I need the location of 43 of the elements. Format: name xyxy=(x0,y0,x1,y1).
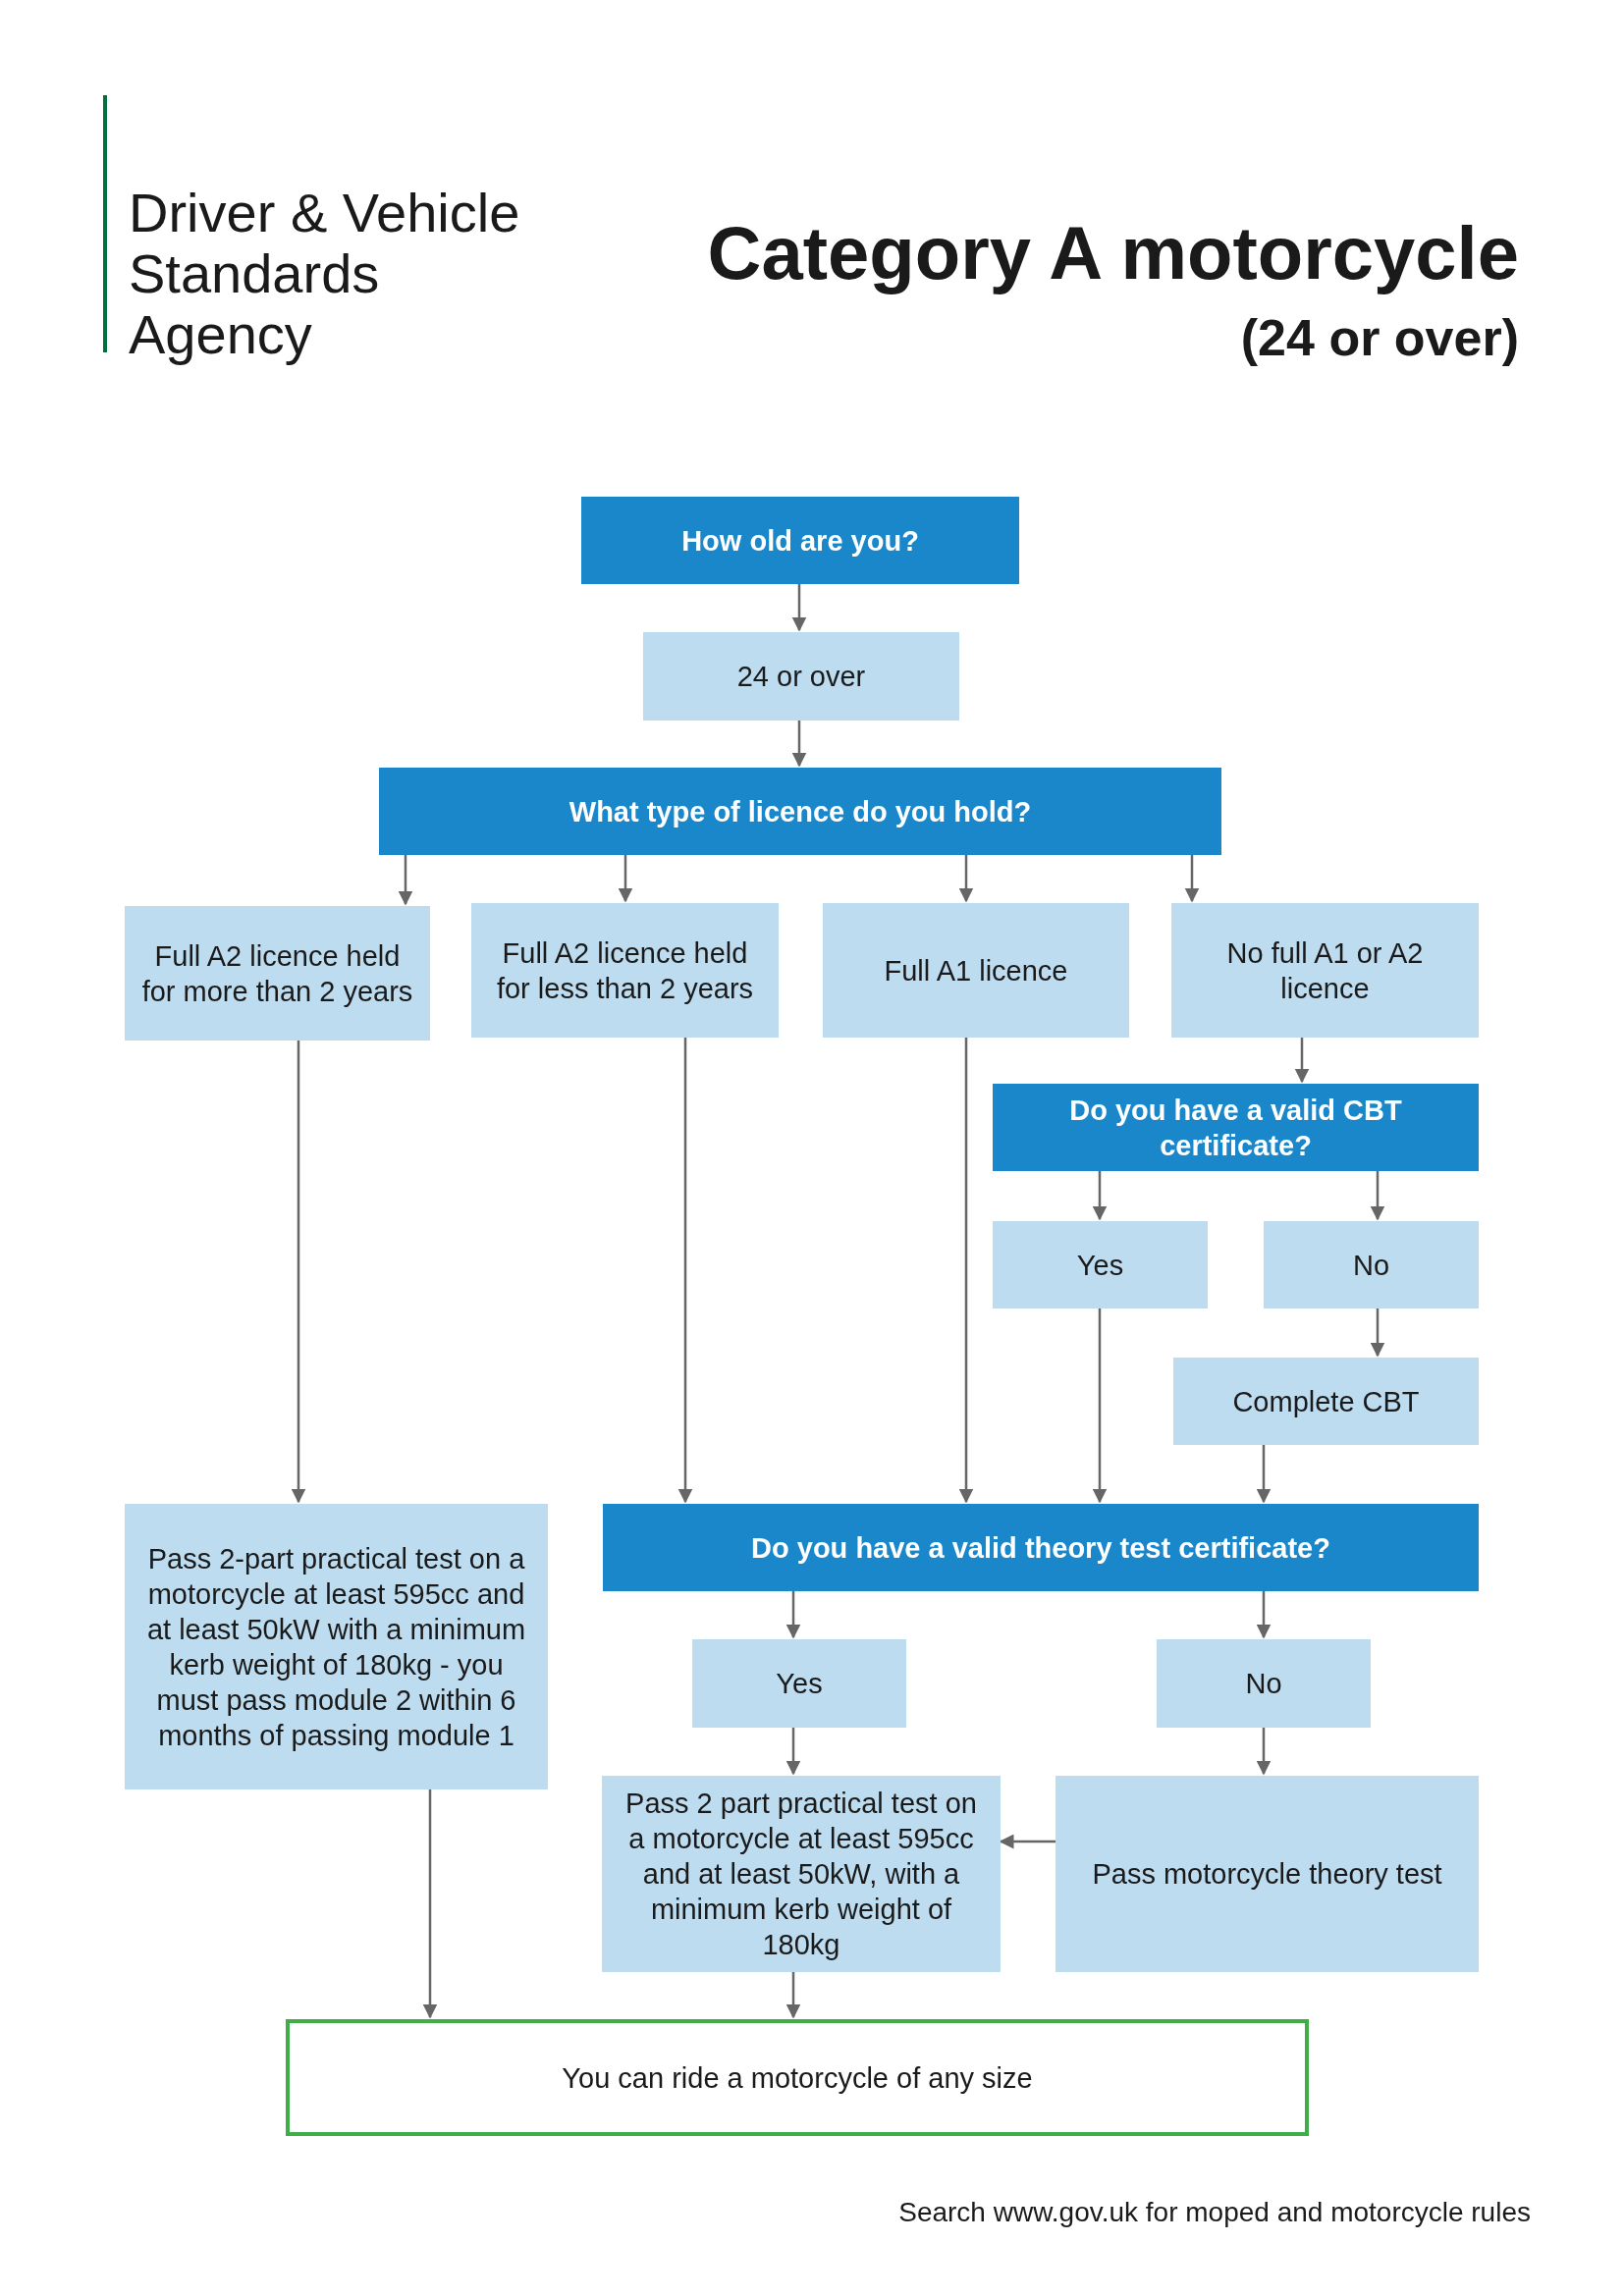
arrow xyxy=(1092,1171,1108,1221)
answer-box: No xyxy=(1157,1639,1371,1728)
answer-box: Full A1 licence xyxy=(823,903,1129,1038)
answer-box: Full A2 licence held for more than 2 years xyxy=(125,906,430,1041)
arrow xyxy=(1256,1728,1272,1776)
question-box: What type of licence do you hold? xyxy=(379,768,1221,855)
arrow xyxy=(398,855,413,906)
agency-name: Driver & Vehicle Standards Agency xyxy=(129,183,521,365)
answer-box: Pass 2-part practical test on a motorcycle at least 595cc and at least 50kW with a minimum kerb weight of 180kg - you must pass module 2 within 6 months of passing module 1 xyxy=(125,1504,548,1789)
arrow xyxy=(1184,855,1200,903)
question-box: How old are you? xyxy=(581,497,1019,584)
arrow xyxy=(958,855,974,903)
arrow xyxy=(785,1972,801,2019)
arrow xyxy=(1092,1308,1108,1504)
question-box: Do you have a valid CBT certificate? xyxy=(993,1084,1479,1171)
arrow xyxy=(791,721,807,768)
result-box: You can ride a motorcycle of any size xyxy=(286,2019,1309,2136)
footer-note: Search www.gov.uk for moped and motorcycle rules xyxy=(898,2197,1531,2228)
answer-box: No full A1 or A2 licence xyxy=(1171,903,1479,1038)
arrow xyxy=(785,1591,801,1639)
arrow xyxy=(791,584,807,632)
answer-box: Full A2 licence held for less than 2 years xyxy=(471,903,779,1038)
arrow xyxy=(1256,1445,1272,1504)
arrow xyxy=(785,1728,801,1776)
subtitle: (24 or over) xyxy=(1240,308,1519,367)
answer-box: Yes xyxy=(692,1639,906,1728)
answer-box: 24 or over xyxy=(643,632,959,721)
arrow xyxy=(618,855,633,903)
answer-box: Yes xyxy=(993,1221,1208,1308)
arrow xyxy=(1370,1308,1385,1358)
answer-box: Pass 2 part practical test on a motorcycle at least 595cc and at least 50kW, with a minimum kerb weight of 180kg xyxy=(602,1776,1001,1972)
answer-box: No xyxy=(1264,1221,1479,1308)
arrow xyxy=(958,1038,974,1504)
title: Category A motorcycle xyxy=(707,210,1519,295)
question-box: Do you have a valid theory test certificate? xyxy=(603,1504,1479,1591)
arrow xyxy=(677,1038,693,1504)
arrow xyxy=(1294,1038,1310,1084)
answer-box: Pass motorcycle theory test xyxy=(1056,1776,1479,1972)
answer-box: Complete CBT xyxy=(1173,1358,1479,1445)
arrow xyxy=(1256,1591,1272,1639)
arrow xyxy=(291,1041,306,1504)
arrow xyxy=(1370,1171,1385,1221)
arrow xyxy=(422,1789,438,2019)
